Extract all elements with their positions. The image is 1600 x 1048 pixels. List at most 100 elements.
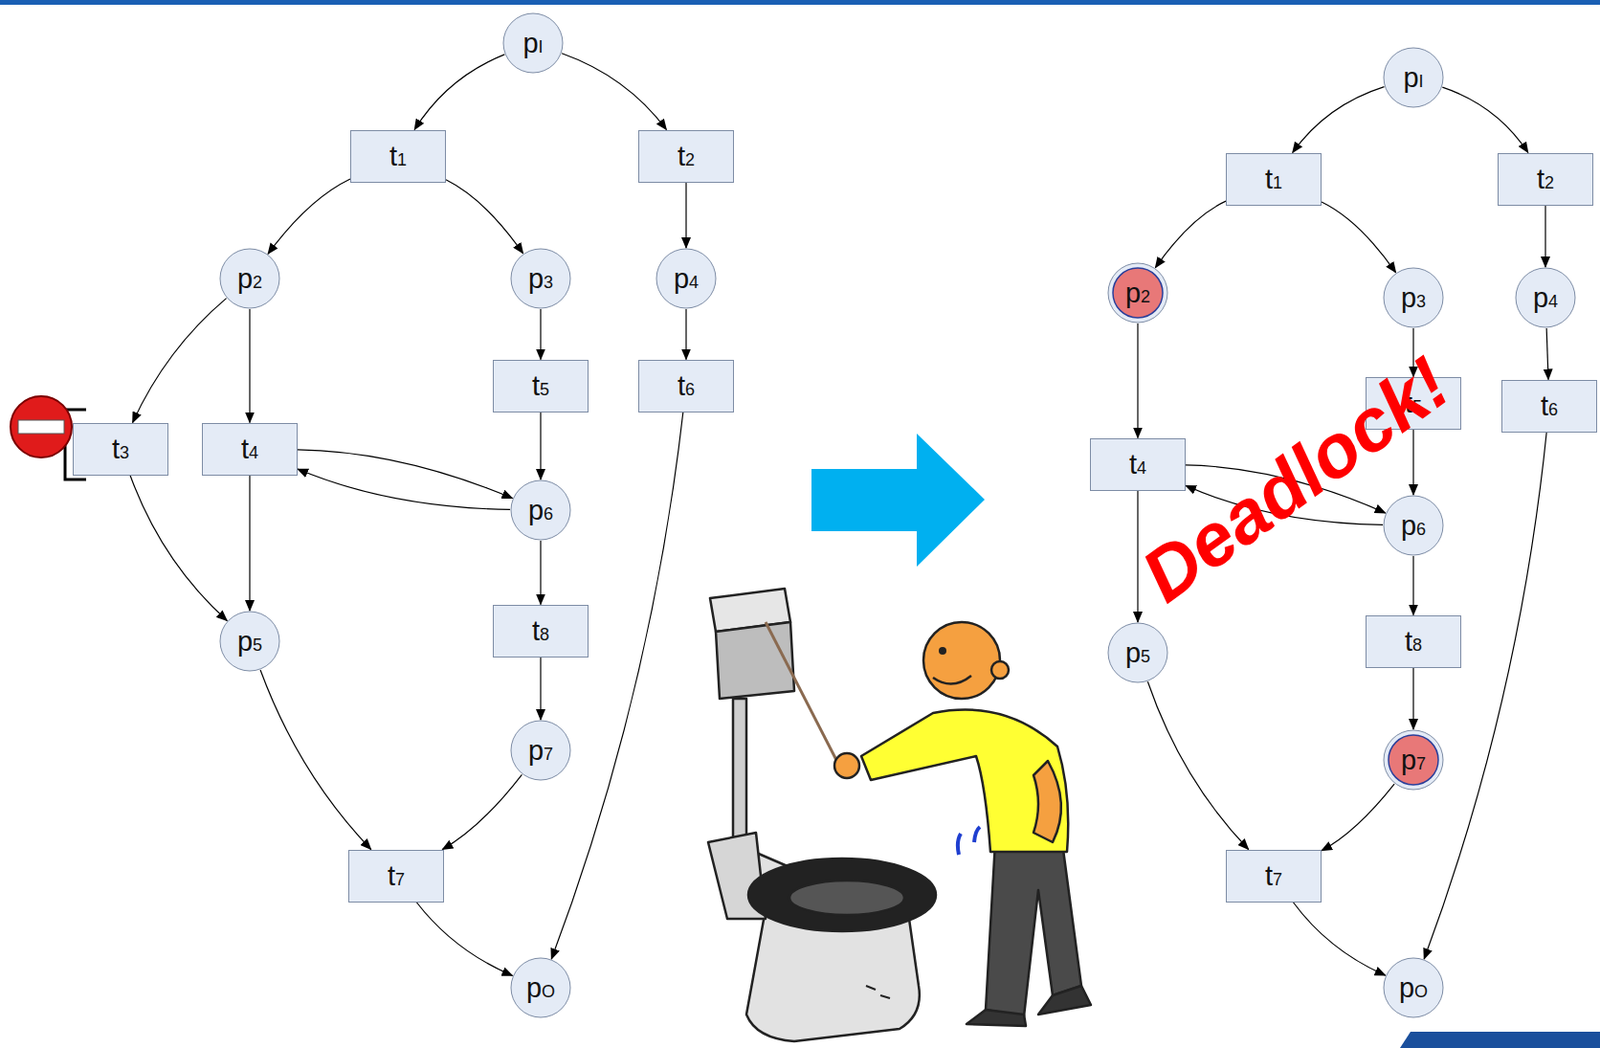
arc-connector bbox=[414, 54, 505, 131]
transition-box: t2 bbox=[638, 130, 734, 183]
place-circle: p6 bbox=[1382, 494, 1445, 556]
transition-box: t8 bbox=[1365, 615, 1462, 668]
arc-connector bbox=[1442, 87, 1528, 153]
place-label: p5 bbox=[237, 627, 263, 656]
transition-label: t2 bbox=[677, 142, 695, 171]
place-label: pI bbox=[522, 29, 543, 58]
place-label: p4 bbox=[1533, 284, 1558, 312]
transition-label: t8 bbox=[1404, 627, 1423, 656]
place-circle: p6 bbox=[510, 479, 572, 541]
arc-connector bbox=[1546, 328, 1549, 380]
arc-connector bbox=[1423, 432, 1547, 960]
token bbox=[1112, 267, 1163, 318]
transition-box: t2 bbox=[1497, 153, 1594, 206]
arc-connector bbox=[248, 309, 250, 423]
transition-box: t4 bbox=[201, 422, 298, 476]
transition-label: t7 bbox=[387, 862, 405, 890]
arc-connector bbox=[551, 412, 684, 960]
transition-label: t4 bbox=[1129, 450, 1147, 479]
arc-connector bbox=[539, 412, 541, 481]
place-circle: p2 bbox=[1107, 262, 1169, 324]
place-label: p6 bbox=[1400, 511, 1426, 540]
arc-connector bbox=[685, 182, 687, 249]
place-circle: p4 bbox=[655, 247, 717, 310]
place-label: p2 bbox=[237, 265, 263, 293]
place-circle: pO bbox=[510, 956, 572, 1019]
arc-connector bbox=[1147, 681, 1248, 849]
arc-connector bbox=[416, 902, 512, 977]
place-label: p2 bbox=[1125, 279, 1151, 308]
transition-box: t3 bbox=[72, 422, 169, 476]
place-circle: p5 bbox=[219, 610, 281, 672]
transition-label: t6 bbox=[677, 372, 695, 400]
top-bar bbox=[0, 0, 1600, 5]
place-circle: pO bbox=[1382, 956, 1445, 1019]
arc-connector bbox=[561, 53, 667, 131]
place-circle: p4 bbox=[1514, 266, 1577, 329]
token bbox=[1388, 734, 1439, 785]
no-entry-sign bbox=[10, 396, 72, 458]
place-label: p3 bbox=[1400, 284, 1426, 312]
place-label: p5 bbox=[1125, 639, 1151, 667]
arc-connector bbox=[1321, 201, 1397, 273]
place-label: p4 bbox=[673, 265, 699, 293]
arc-connector bbox=[445, 179, 524, 254]
transition-label: t6 bbox=[1540, 392, 1558, 421]
transition-box: t8 bbox=[492, 604, 589, 658]
transition-box: t6 bbox=[638, 359, 734, 413]
place-label: pI bbox=[1402, 64, 1423, 92]
arc-connector bbox=[297, 449, 513, 499]
place-label: p7 bbox=[1400, 746, 1426, 775]
transition-label: t1 bbox=[1265, 165, 1283, 194]
transition-label: t1 bbox=[389, 142, 407, 171]
place-circle: p3 bbox=[1382, 266, 1445, 329]
place-label: p3 bbox=[528, 265, 554, 293]
arc-connector bbox=[539, 309, 541, 360]
arc-connector bbox=[1292, 87, 1385, 154]
arc-connector bbox=[442, 774, 522, 849]
person-illustration bbox=[834, 622, 1091, 1026]
place-circle: pI bbox=[502, 12, 564, 74]
arc-connector bbox=[130, 475, 227, 622]
place-circle: p5 bbox=[1107, 622, 1169, 684]
transition-label: t3 bbox=[111, 435, 130, 464]
transform-arrow bbox=[811, 433, 985, 567]
place-circle: p3 bbox=[510, 247, 572, 310]
transition-label: t2 bbox=[1536, 165, 1555, 194]
place-circle: p7 bbox=[1382, 729, 1445, 791]
transition-box: t1 bbox=[1225, 153, 1322, 206]
place-circle: p2 bbox=[219, 247, 281, 310]
arc-connector bbox=[539, 540, 541, 605]
arc-connector bbox=[1412, 667, 1414, 731]
transition-box: t1 bbox=[350, 130, 446, 183]
arc-connector bbox=[297, 468, 511, 510]
place-circle: pI bbox=[1382, 46, 1445, 109]
arc-connector bbox=[539, 657, 541, 721]
transition-box: t6 bbox=[1501, 379, 1598, 433]
arc-connector bbox=[1292, 902, 1385, 977]
transition-label: t8 bbox=[532, 617, 550, 645]
place-circle: p7 bbox=[510, 719, 572, 781]
arc-connector bbox=[248, 475, 250, 612]
place-label: p7 bbox=[528, 736, 554, 765]
arc-connector bbox=[133, 298, 227, 423]
transition-label: t5 bbox=[532, 372, 550, 400]
arc-connector bbox=[1136, 323, 1138, 439]
arc-connector bbox=[260, 669, 372, 849]
toilet-illustration bbox=[708, 588, 1001, 1042]
place-label: p6 bbox=[528, 496, 554, 525]
place-label: pO bbox=[1399, 974, 1428, 1002]
transition-box: t7 bbox=[1225, 849, 1322, 903]
arc-connector bbox=[685, 309, 687, 360]
transition-box: t7 bbox=[348, 849, 445, 903]
arc-connector bbox=[1321, 783, 1395, 851]
arc-connector bbox=[267, 178, 351, 254]
arc-connector bbox=[1155, 200, 1226, 268]
transition-label: t7 bbox=[1265, 862, 1283, 890]
transition-box: t5 bbox=[492, 359, 589, 413]
place-label: pO bbox=[526, 974, 556, 1002]
corner-band bbox=[1400, 1031, 1600, 1048]
